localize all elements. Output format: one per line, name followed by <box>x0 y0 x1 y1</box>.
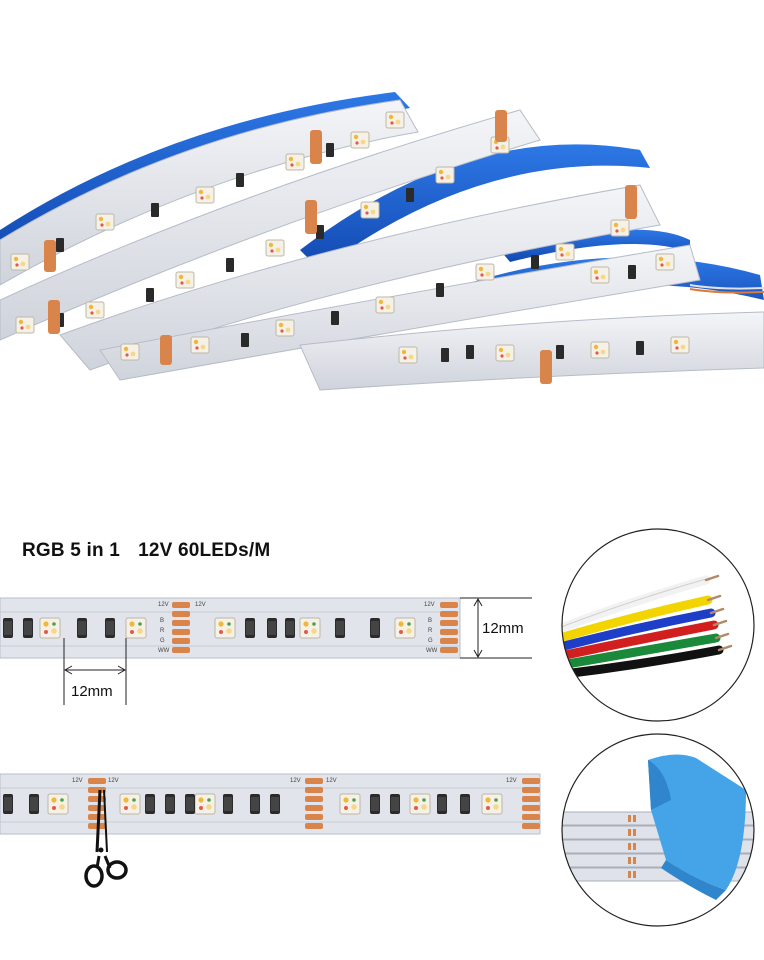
strip-coil <box>99 244 701 381</box>
scissors-icon <box>84 789 128 888</box>
wire-closeup-circle <box>561 528 755 722</box>
stacked-strips-backing <box>562 754 754 900</box>
width-dimension-lines <box>460 597 532 659</box>
flat-strip-cut: 12V 12V 12V 12V 12V <box>0 773 541 888</box>
pad-voltage-text: 12V <box>108 778 119 784</box>
pad-letter-text: WW <box>158 648 170 654</box>
pad-voltage-text: 12V <box>195 602 206 608</box>
pad-letter-text: R <box>160 628 165 634</box>
pad-letter-text: B <box>160 618 164 624</box>
pad-voltage-text: 12V <box>506 778 517 784</box>
pad-voltage-text: 12V <box>72 778 83 784</box>
pad-voltage-text: 12V <box>326 778 337 784</box>
coil-copper-pads <box>44 110 637 384</box>
adhesive-closeup-circle <box>561 733 755 927</box>
flat-strip-dimensions: 12V 12V 12V B R G WW B R G WW <box>0 597 532 705</box>
pitch-dimension-lines <box>63 638 127 705</box>
pad-markings: 12V 12V 12V B R G WW B R G WW <box>158 602 438 654</box>
spec-type: RGB 5 in 1 <box>22 540 121 561</box>
pad-letter-text: G <box>428 638 433 644</box>
pad-letter-text: G <box>160 638 165 644</box>
pad-voltage-text: 12V <box>290 778 301 784</box>
strip-coil <box>299 311 764 391</box>
peeled-blue-tape <box>648 754 746 890</box>
spec-title: RGB 5 in 1 12V 60LEDs/M <box>22 540 270 562</box>
strip-coil <box>0 109 541 341</box>
pad-voltage-text: 12V <box>158 602 169 608</box>
blue-tape-coil <box>500 229 690 262</box>
pad-letter-text: WW <box>426 648 438 654</box>
led-strip-coil-photo <box>0 92 764 391</box>
pad-voltage-text: 12V <box>424 602 435 608</box>
spec-voltage-density: 12V 60LEDs/M <box>138 540 271 561</box>
coil-lead-wires <box>689 284 764 294</box>
pad-letter-text: R <box>428 628 433 634</box>
strip-width-label: 12mm <box>482 620 524 637</box>
pad-letter-text: B <box>428 618 432 624</box>
strip-coil <box>59 184 661 371</box>
pad-markings: 12V 12V 12V 12V 12V <box>72 778 517 784</box>
led-pitch-label: 12mm <box>71 683 113 700</box>
